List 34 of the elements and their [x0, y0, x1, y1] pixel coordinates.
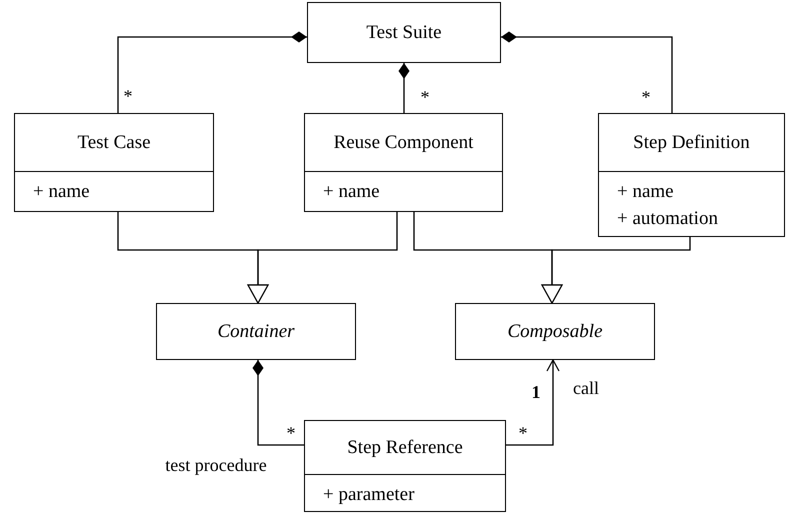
class-box [14, 113, 214, 212]
class-box [304, 113, 503, 212]
class-box [598, 113, 785, 237]
composition-line [252, 360, 304, 446]
multiplicity-label: * [518, 424, 528, 442]
class-box [304, 420, 506, 512]
attribute-text: + parameter [323, 483, 416, 507]
multiplicity-label: 1 [532, 383, 540, 401]
generalization-arrow [541, 237, 691, 304]
class-name: Test Case [77, 132, 151, 154]
class-name: Composable [508, 320, 602, 342]
edge-label: call [573, 379, 599, 397]
edge-label: * [286, 424, 296, 442]
generalization-arrow [247, 212, 398, 304]
class-name: Test Suite [366, 22, 442, 44]
class-box [156, 303, 356, 360]
class-name: Container [217, 320, 295, 342]
class-name: Reuse Component [334, 132, 474, 154]
attribute-text: + name [33, 180, 91, 204]
composition-line [398, 63, 410, 113]
association-arrow [506, 359, 560, 446]
attribute-text: + automation [617, 207, 719, 231]
class-box [307, 2, 501, 63]
composition-line [117, 32, 307, 113]
role-label: test procedure [165, 456, 267, 474]
class-name: Step Reference [347, 436, 463, 458]
edge-label: * [124, 87, 132, 105]
edge-label: * [642, 88, 650, 106]
class-box [455, 303, 655, 360]
edge-label: * [420, 88, 430, 106]
attribute-text: + name [617, 180, 675, 204]
class-name: Step Definition [633, 132, 750, 154]
attribute-text: + name [323, 180, 381, 204]
composition-line [501, 32, 673, 113]
